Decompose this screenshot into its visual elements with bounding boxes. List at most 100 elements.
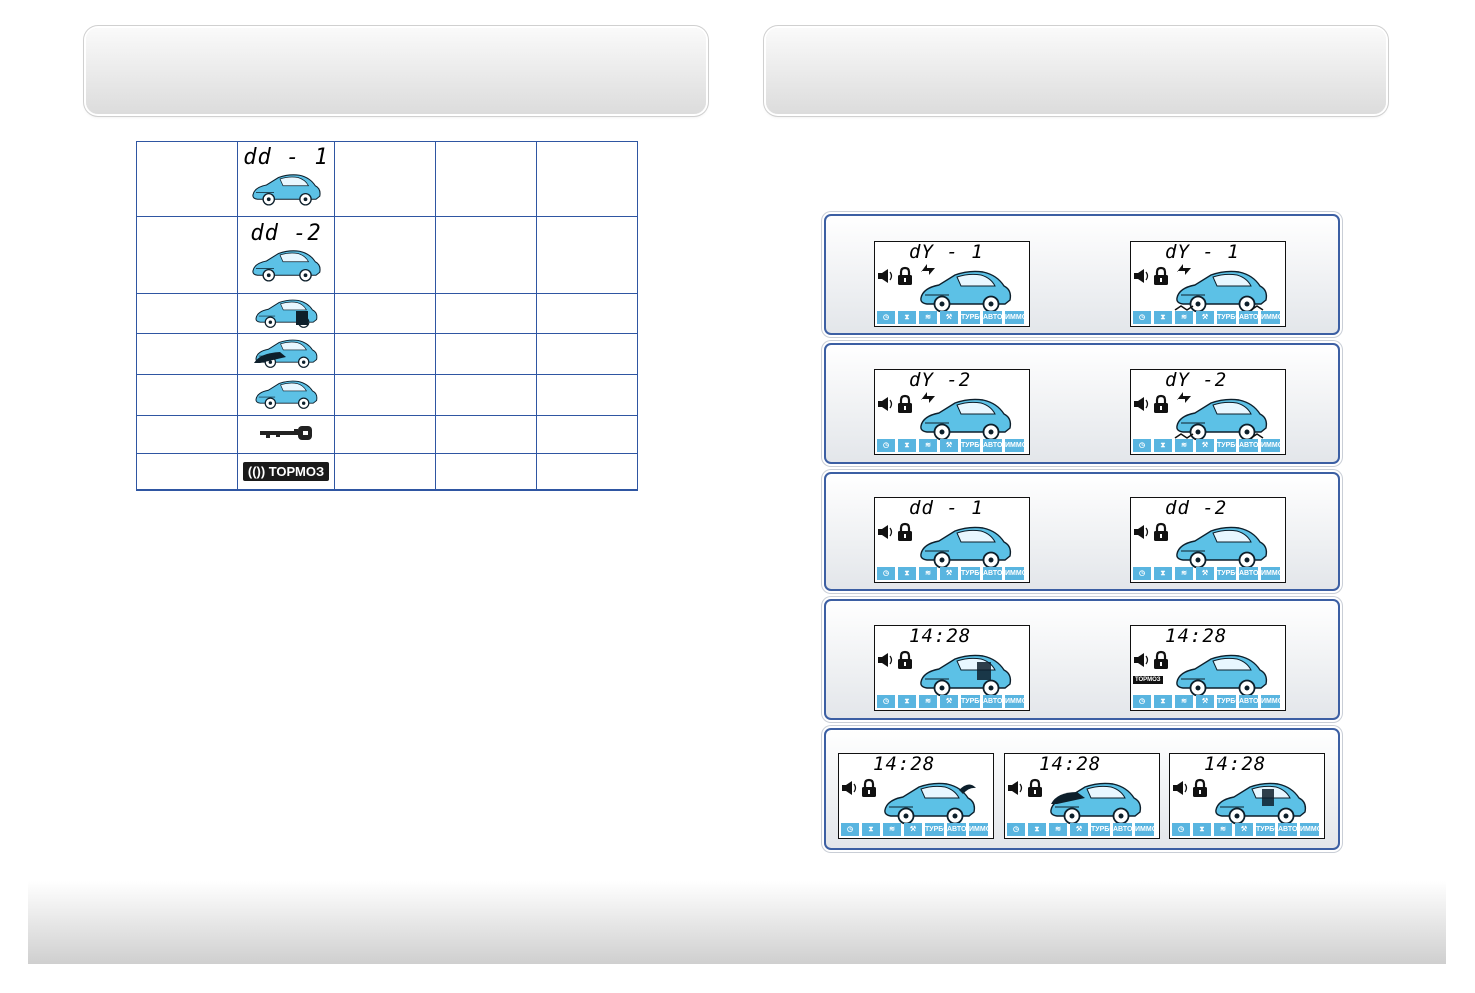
lock-icon (897, 266, 913, 286)
siren-icon (877, 523, 895, 541)
hourglass-icon: ⧗ (1193, 823, 1211, 836)
display-panel: 14:28 ◷ ⧗ ≋ ⚒ ТУРБО АВТО ИММО 14:28 ТОРМ… (824, 599, 1340, 720)
engine-temp-icon: ≋ (919, 311, 937, 324)
lcd-status-bar: ◷ ⧗ ≋ ⚒ ТУРБО АВТО ИММО (877, 695, 1027, 708)
car-door-open-icon (917, 648, 1013, 698)
car-shaking-icon (1174, 392, 1269, 442)
lcd-status-bar: ◷ ⧗ ≋ ⚒ ТУРБО АВТО ИММО (877, 567, 1027, 580)
siren-icon (1133, 395, 1151, 413)
lcd-screen: 14:28 ◷ ⧗ ≋ ⚒ ТУРБО АВТО ИММО (874, 625, 1030, 711)
hourglass-icon: ⧗ (898, 439, 916, 452)
engine-temp-icon: ≋ (919, 567, 937, 580)
table-row (136, 415, 638, 454)
lock-icon (861, 778, 877, 798)
car-icon (1173, 520, 1269, 570)
lcd-status-bar: ◷ ⧗ ≋ ⚒ ТУРБО АВТО ИММО (1172, 823, 1322, 836)
lcd-text: dd - 1 (909, 497, 984, 519)
clock-icon: ◷ (877, 311, 895, 324)
segment-display-text: dd -2 (250, 221, 322, 246)
clock-icon: ◷ (1133, 311, 1151, 324)
table-row: dd -2 (136, 216, 638, 294)
hourglass-icon: ⧗ (898, 695, 916, 708)
lock-icon (1153, 394, 1169, 414)
engine-temp-icon: ≋ (1175, 311, 1193, 324)
car-icon (1173, 648, 1269, 698)
hourglass-icon: ⧗ (1154, 311, 1172, 324)
lcd-clock-text: 14:28 (909, 625, 972, 647)
lcd-screen: dY -2 ◷ ⧗ ≋ ⚒ ТУРБО АВТО ИММО (874, 369, 1030, 455)
wrench-icon: ⚒ (1235, 823, 1253, 836)
lock-icon (897, 522, 913, 542)
car-icon (917, 520, 1013, 570)
engine-temp-icon: ≋ (1214, 823, 1232, 836)
footer-bar (28, 881, 1446, 964)
shock-sensor-icon (1177, 264, 1191, 275)
hourglass-icon: ⧗ (898, 311, 916, 324)
siren-icon (1133, 651, 1151, 669)
wrench-icon: ⚒ (940, 439, 958, 452)
brake-indicator: ТОРМОЗ (1133, 676, 1163, 684)
car-door-open-icon (250, 295, 322, 329)
wrench-icon: ⚒ (1070, 823, 1088, 836)
siren-icon (877, 651, 895, 669)
engine-temp-icon: ≋ (1175, 567, 1193, 580)
lcd-screen: dY -2 ◷ ⧗ ≋ ⚒ ТУРБО АВТО ИММО (1130, 369, 1286, 455)
lock-icon (1192, 778, 1208, 798)
indicator-table: dd - 1 dd -2 (136, 141, 638, 491)
car-shaking-icon (1174, 264, 1269, 314)
siren-icon (1172, 779, 1190, 797)
clock-icon: ◷ (1133, 695, 1151, 708)
lock-icon (1027, 778, 1043, 798)
hourglass-icon: ⧗ (1028, 823, 1046, 836)
lcd-text: dY - 1 (1165, 241, 1240, 263)
lcd-clock-text: 14:28 (1039, 753, 1102, 775)
lcd-screen: 14:28 ◷ ⧗ ≋ ⚒ ТУРБО АВТО ИММО (1004, 753, 1160, 839)
lcd-status-bar: ◷ ⧗ ≋ ⚒ ТУРБО АВТО ИММО (877, 311, 1027, 324)
shock-sensor-icon (921, 264, 935, 275)
siren-icon (877, 267, 895, 285)
hourglass-icon: ⧗ (898, 567, 916, 580)
lcd-status-bar: ◷ ⧗ ≋ ⚒ ТУРБО АВТО ИММО (1133, 695, 1283, 708)
wrench-icon: ⚒ (1196, 567, 1214, 580)
hourglass-icon: ⧗ (862, 823, 880, 836)
engine-temp-icon: ≋ (919, 439, 937, 452)
wrench-icon: ⚒ (940, 567, 958, 580)
display-panel: dY - 1 ◷ ⧗ ≋ ⚒ ТУРБО АВТО ИММО dY - 1 ◷ … (824, 214, 1340, 335)
hourglass-icon: ⧗ (1154, 439, 1172, 452)
segment-display-text: dd - 1 (243, 145, 329, 170)
lcd-status-bar: ◷ ⧗ ≋ ⚒ ТУРБО АВТО ИММО (877, 439, 1027, 452)
hourglass-icon: ⧗ (1154, 567, 1172, 580)
engine-temp-icon: ≋ (1175, 695, 1193, 708)
lcd-screen: 14:28 ◷ ⧗ ≋ ⚒ ТУРБО АВТО ИММО (838, 753, 994, 839)
table-row: dd - 1 (136, 141, 638, 217)
car-hood-open-icon (254, 335, 322, 369)
lock-icon (1153, 522, 1169, 542)
lcd-screen: dY - 1 ◷ ⧗ ≋ ⚒ ТУРБО АВТО ИММО (874, 241, 1030, 327)
car-door-open-icon (1212, 776, 1308, 826)
lcd-text: dd -2 (1165, 497, 1228, 519)
siren-icon (1133, 523, 1151, 541)
lcd-screen: dY - 1 ◷ ⧗ ≋ ⚒ ТУРБО АВТО ИММО (1130, 241, 1286, 327)
clock-icon: ◷ (1133, 439, 1151, 452)
car-trunk-open-icon (250, 376, 345, 410)
engine-temp-icon: ≋ (883, 823, 901, 836)
lock-icon (1153, 650, 1169, 670)
lcd-screen: dd -2 ◷ ⧗ ≋ ⚒ ТУРБО АВТО ИММО (1130, 497, 1286, 583)
header-banner-left (86, 28, 706, 114)
lcd-clock-text: 14:28 (873, 753, 936, 775)
lcd-text: dY -2 (909, 369, 972, 391)
lcd-screen: 14:28 ◷ ⧗ ≋ ⚒ ТУРБО АВТО ИММО (1169, 753, 1325, 839)
car-hood-open-icon (1047, 776, 1143, 826)
car-icon (250, 245, 322, 283)
header-banner-right (766, 28, 1386, 114)
lock-icon (1153, 266, 1169, 286)
wrench-icon: ⚒ (1196, 695, 1214, 708)
lock-icon (897, 394, 913, 414)
car-trunk-open-icon (881, 776, 976, 826)
lcd-status-bar: ◷ ⧗ ≋ ⚒ ТУРБО АВТО ИММО (1133, 567, 1283, 580)
table-row (136, 374, 638, 416)
lcd-status-bar: ◷ ⧗ ≋ ⚒ ТУРБО АВТО ИММО (1133, 311, 1283, 324)
lcd-status-bar: ◷ ⧗ ≋ ⚒ ТУРБО АВТО ИММО (841, 823, 991, 836)
wrench-icon: ⚒ (940, 695, 958, 708)
lcd-status-bar: ◷ ⧗ ≋ ⚒ ТУРБО АВТО ИММО (1007, 823, 1157, 836)
